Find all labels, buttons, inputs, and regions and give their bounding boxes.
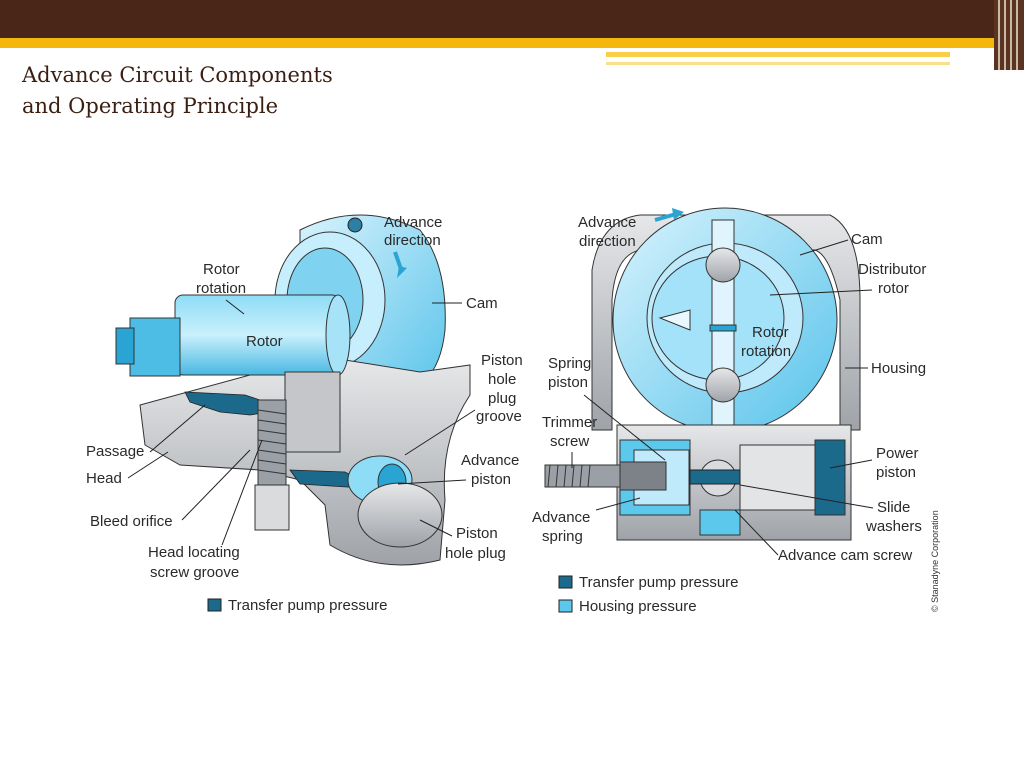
- right-label-spring-piston-1: Spring: [548, 355, 591, 372]
- top-bar: [0, 0, 1024, 38]
- left-pump-illustration: [115, 214, 471, 566]
- right-label-trimmer-screw-2: screw: [550, 433, 589, 450]
- left-label-head-locating-2: screw groove: [150, 564, 239, 581]
- left-label-bleed-orifice: Bleed orifice: [90, 513, 173, 530]
- left-label-rotor-rotation-2: rotation: [196, 280, 246, 297]
- right-pump-illustration: [544, 207, 861, 541]
- left-label-advance-piston-2: piston: [471, 471, 511, 488]
- left-label-advance-direction-1: Advance: [384, 214, 442, 231]
- left-label-rotor: Rotor: [246, 333, 283, 350]
- right-label-advance-spring-1: Advance: [532, 509, 590, 526]
- right-label-advance-direction-2: direction: [579, 233, 636, 250]
- left-label-piston-hole-plug-groove-3: plug: [488, 390, 516, 407]
- edge-stripes-decoration: [994, 0, 1024, 70]
- left-legend-transfer-pump-pressure: Transfer pump pressure: [228, 597, 388, 614]
- right-legend-transfer-pump-pressure: Transfer pump pressure: [579, 574, 739, 591]
- right-label-cam: Cam: [851, 231, 883, 248]
- right-label-spring-piston-2: piston: [548, 374, 588, 391]
- left-label-piston-hole-plug-groove-4: groove: [476, 408, 522, 425]
- right-label-housing: Housing: [871, 360, 926, 377]
- right-label-distributor-rotor-1: Distributor: [858, 261, 926, 278]
- gold-accent-band: [0, 38, 1024, 48]
- right-label-power-piston-2: piston: [876, 464, 916, 481]
- right-label-slide-washers-2: washers: [865, 518, 922, 535]
- slide-title-line-1: Advance Circuit Components: [22, 63, 333, 87]
- slide-title: Advance Circuit Components and Operating…: [22, 60, 333, 122]
- left-label-passage: Passage: [86, 443, 144, 460]
- right-label-distributor-rotor-2: rotor: [878, 280, 909, 297]
- right-label-advance-direction-1: Advance: [578, 214, 636, 231]
- right-legend-housing-pressure: Housing pressure: [579, 598, 697, 615]
- copyright-notice: © Stanadyne Corporation: [930, 510, 940, 612]
- gold-accent-line-thin: [606, 62, 950, 65]
- right-label-slide-washers-1: Slide: [877, 499, 910, 516]
- right-label-rotor-rotation-1: Rotor: [752, 324, 789, 341]
- left-label-piston-hole-plug-groove-2: hole: [488, 371, 516, 388]
- right-label-power-piston-1: Power: [876, 445, 919, 462]
- right-legend-swatch-transfer-pump: [558, 575, 573, 589]
- slide-title-line-2: and Operating Principle: [22, 94, 279, 118]
- left-label-head-locating-1: Head locating: [148, 544, 240, 561]
- right-label-trimmer-screw-1: Trimmer: [542, 414, 597, 431]
- left-label-advance-direction-2: direction: [384, 232, 441, 249]
- left-label-rotor-rotation-1: Rotor: [203, 261, 240, 278]
- left-label-piston-hole-plug-2: hole plug: [445, 545, 506, 562]
- left-label-piston-hole-plug-groove-1: Piston: [481, 352, 523, 369]
- right-label-advance-spring-2: spring: [542, 528, 583, 545]
- right-label-advance-cam-screw: Advance cam screw: [778, 547, 912, 564]
- right-label-rotor-rotation-2: rotation: [741, 343, 791, 360]
- left-legend-swatch-transfer-pump: [207, 598, 222, 612]
- left-label-piston-hole-plug-1: Piston: [456, 525, 498, 542]
- gold-accent-line: [606, 52, 950, 57]
- right-legend-swatch-housing: [558, 599, 573, 613]
- left-label-advance-piston-1: Advance: [461, 452, 519, 469]
- left-label-cam: Cam: [466, 295, 498, 312]
- left-label-head: Head: [86, 470, 122, 487]
